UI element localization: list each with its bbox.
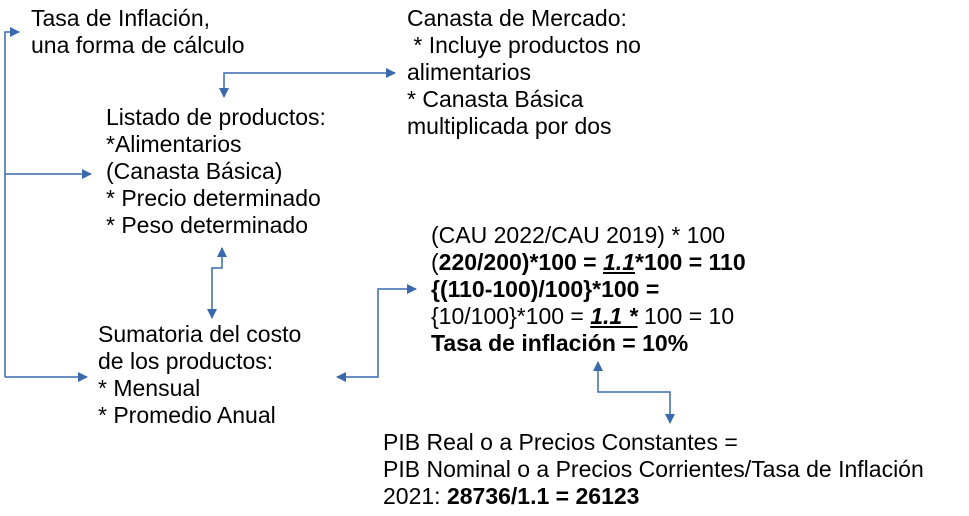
pib-line-3-year: 2021: xyxy=(383,483,447,509)
connector-formula-pib xyxy=(593,361,675,424)
listado-line-1: Listado de productos: xyxy=(106,104,326,130)
canasta-line-3: alimentarios xyxy=(407,59,531,85)
title-line-2: una forma de cálculo xyxy=(31,32,245,58)
pib-line-2: PIB Nominal o a Precios Corrientes/Tasa … xyxy=(383,456,924,482)
pib-line-3-calc: 28736/1.1 = 26123 xyxy=(446,483,640,509)
listado-block: Listado de productos: *Alimentarios (Can… xyxy=(106,104,326,239)
formula-line-4-calc: {10/100}*100 = xyxy=(431,303,591,329)
connector-listado-canasta xyxy=(219,68,396,98)
formula-line-2-factor: 1.1 xyxy=(603,249,635,275)
connector-listado-sumatoria xyxy=(207,247,227,319)
formula-line-1: (CAU 2022/CAU 2019) * 100 xyxy=(431,222,726,248)
pib-line-1: PIB Real o a Precios Constantes = xyxy=(383,429,738,455)
formula-line-4-result: 100 = 10 xyxy=(637,303,735,329)
formula-line-2: (220/200)*100 = 1.1*100 = 110 xyxy=(431,249,746,276)
canasta-line-2: * Incluye productos no xyxy=(407,32,641,58)
listado-line-3: (Canasta Básica) xyxy=(106,158,283,184)
canasta-line-4: * Canasta Básica xyxy=(407,86,584,112)
sumatoria-line-4: * Promedio Anual xyxy=(98,402,276,428)
sumatoria-block: Sumatoria del costo de los productos: * … xyxy=(98,321,301,429)
formula-line-3: {(110-100)/100}*100 = xyxy=(431,276,660,302)
listado-line-4: * Precio determinado xyxy=(106,185,321,211)
listado-line-2: *Alimentarios xyxy=(106,131,242,157)
sumatoria-line-1: Sumatoria del costo xyxy=(98,321,302,347)
formula-line-2-result: *100 = 110 xyxy=(635,249,746,275)
connector-sumatoria-formula xyxy=(336,284,417,382)
listado-line-5: * Peso determinado xyxy=(106,212,309,238)
sumatoria-line-2: de los productos: xyxy=(98,348,274,374)
canasta-line-1: Canasta de Mercado: xyxy=(407,5,627,31)
formula-line-5: Tasa de inflación = 10% xyxy=(431,330,689,356)
canasta-mercado-block: Canasta de Mercado: * Incluye productos … xyxy=(407,5,641,140)
canasta-line-5: multiplicada por dos xyxy=(407,113,612,139)
pib-line-3: 2021: 28736/1.1 = 26123 xyxy=(383,483,924,510)
title-block: Tasa de Inflación, una forma de cálculo xyxy=(31,5,245,59)
formula-line-4: {10/100}*100 = 1.1 * 100 = 10 xyxy=(431,303,746,330)
formula-line-4-factor: 1.1 * xyxy=(590,303,638,329)
formula-line-2-paren: ( xyxy=(431,249,439,275)
formula-block: (CAU 2022/CAU 2019) * 100 (220/200)*100 … xyxy=(431,222,746,357)
trunk-line xyxy=(4,27,20,377)
formula-line-2-calc: 220/200)*100 = xyxy=(438,249,604,275)
pib-block: PIB Real o a Precios Constantes = PIB No… xyxy=(383,429,924,510)
title-line-1: Tasa de Inflación, xyxy=(31,5,211,31)
sumatoria-line-3: * Mensual xyxy=(98,375,201,401)
